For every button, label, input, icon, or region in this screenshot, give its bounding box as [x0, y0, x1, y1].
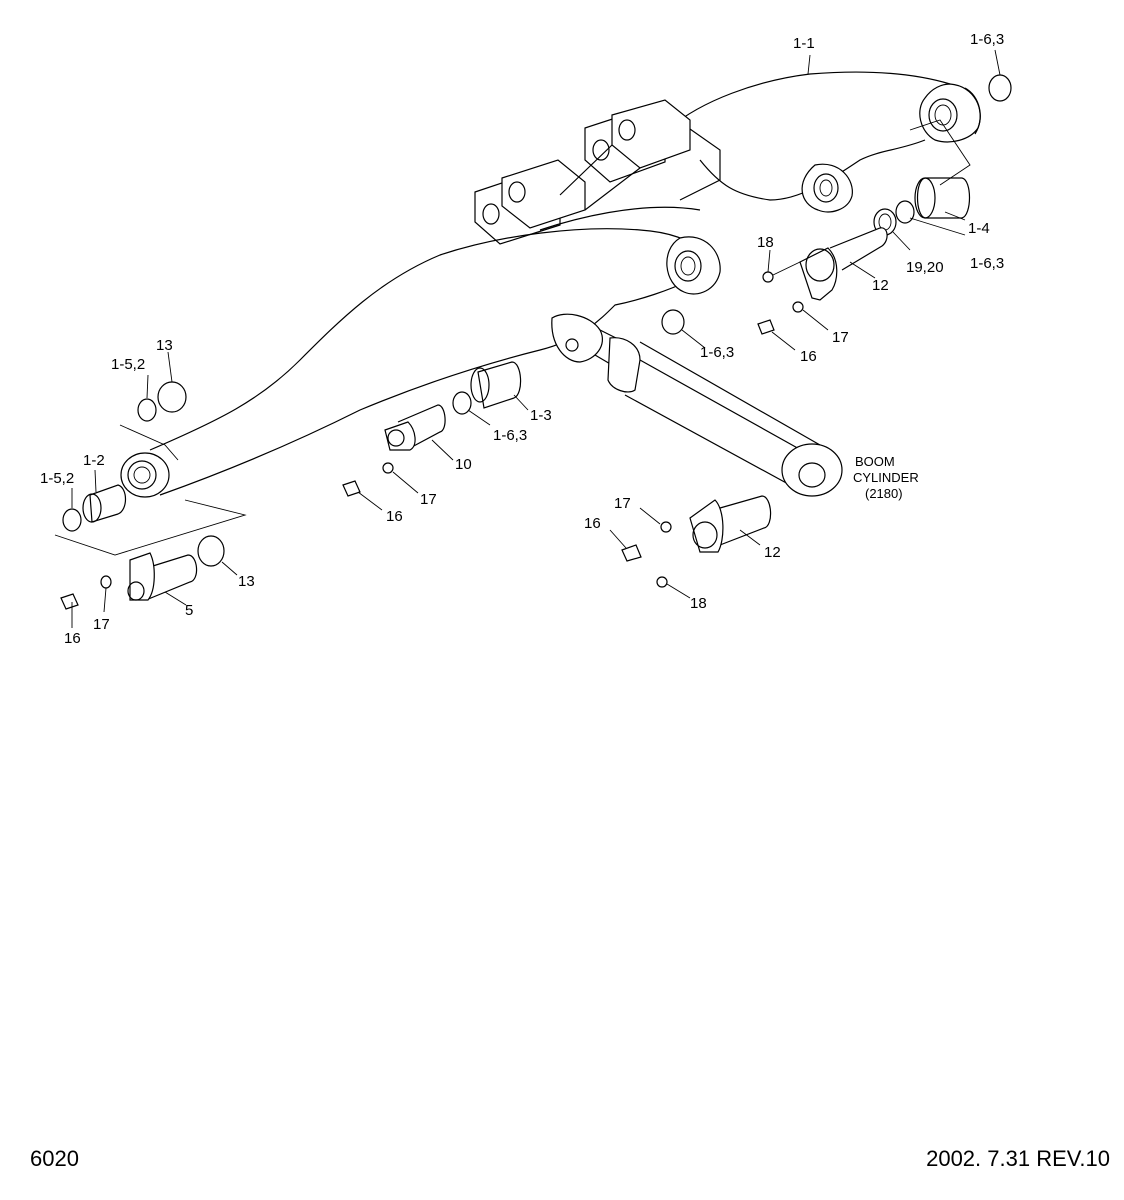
bushing-left	[89, 484, 127, 523]
seal-top-right	[988, 74, 1012, 102]
bushing-center	[477, 361, 522, 409]
pin-upper-right	[829, 227, 888, 271]
callout-seal-right-lower: 1-6,3	[970, 255, 1004, 272]
callout-seal-left-upper: 1-5,2	[111, 356, 145, 373]
bushing-right	[916, 177, 971, 219]
callout-pin-left: 5	[185, 602, 193, 619]
callout-labels: 1-1 1-6,3 1-4 1-6,3 19,20 12 18 17 16 1-…	[40, 31, 1004, 647]
cylinder-note-line2: CYLINDER	[853, 470, 919, 485]
callout-shim-right: 19,20	[906, 259, 944, 276]
callout-seal-left-lower: 1-5,2	[40, 470, 74, 487]
callout-washer-left: 17	[93, 616, 110, 633]
callout-pin-upper-right: 12	[872, 277, 889, 294]
callout-seal-top-right: 1-6,3	[970, 31, 1004, 48]
callout-fitting-lower-right: 18	[690, 595, 707, 612]
callout-fitting-upper-right: 18	[757, 234, 774, 251]
callout-bushing-right: 1-4	[968, 220, 990, 237]
callout-bolt-upper-right: 16	[800, 348, 817, 365]
revision-stamp: 2002. 7.31 REV.10	[926, 1146, 1110, 1171]
callout-washer-upper-right: 17	[832, 329, 849, 346]
callout-washer-lower-right: 17	[614, 495, 631, 512]
callout-seal-center: 1-6,3	[700, 344, 734, 361]
pin-lower-right	[719, 495, 772, 546]
callout-oring-left-upper: 13	[156, 337, 173, 354]
callout-seal-center-lower: 1-6,3	[493, 427, 527, 444]
cylinder-note-line3: (2180)	[865, 486, 903, 501]
callout-washer-center: 17	[420, 491, 437, 508]
callout-boom: 1-1	[793, 35, 815, 52]
callout-pin-center: 10	[455, 456, 472, 473]
exploded-parts	[54, 49, 1012, 628]
cylinder-note-line1: BOOM	[855, 454, 895, 469]
callout-bolt-lower-right: 16	[584, 515, 601, 532]
page-number: 6020	[30, 1146, 79, 1171]
callout-oring-left-lower: 13	[238, 573, 255, 590]
callout-bushing-center: 1-3	[530, 407, 552, 424]
boom-assembly	[120, 71, 981, 498]
callout-bolt-left: 16	[64, 630, 81, 647]
callout-bolt-center: 16	[386, 508, 403, 525]
callout-pin-lower-right: 12	[764, 544, 781, 561]
leader-lines	[71, 54, 966, 628]
callout-bushing-left: 1-2	[83, 452, 105, 469]
boom-cylinder	[551, 313, 843, 497]
